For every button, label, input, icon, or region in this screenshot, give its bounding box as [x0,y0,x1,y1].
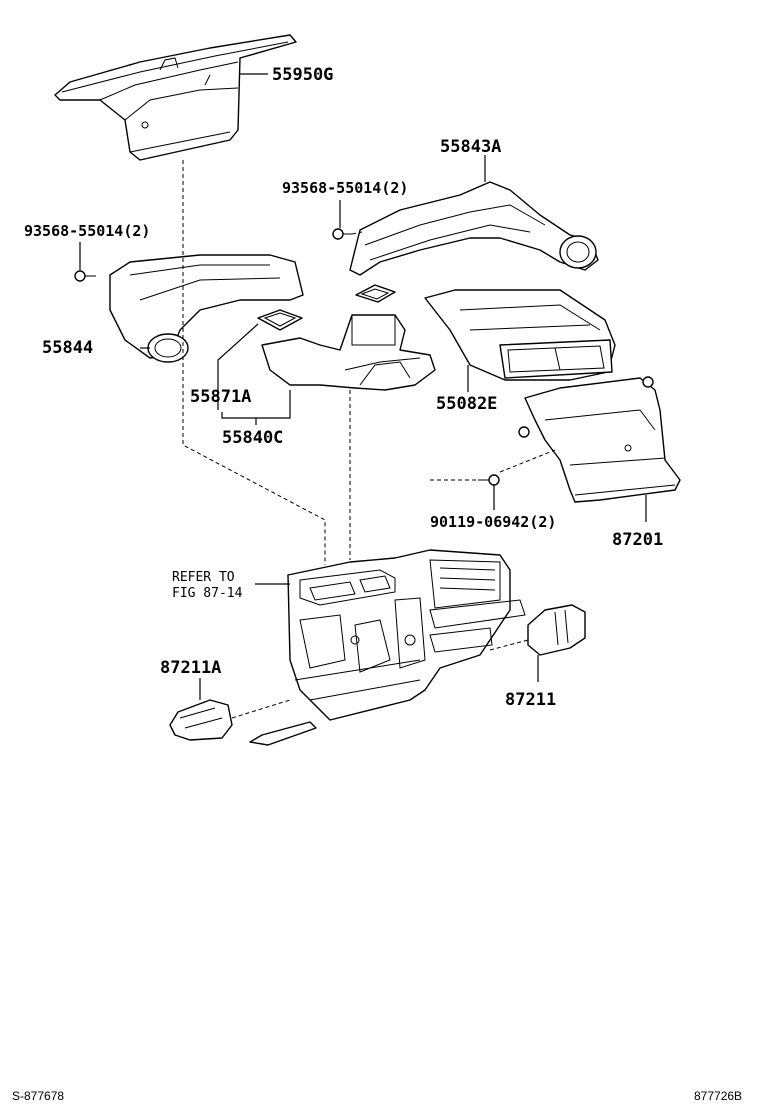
gasket-55871A-icon [257,284,396,331]
defroster-nozzle-icon [54,34,297,161]
heater-unit-icon [249,549,526,746]
label-55871A: 55871A [190,387,251,407]
label-55844: 55844 [42,338,93,358]
duct-55840C-icon [261,314,436,391]
duct-87201-icon [518,376,681,503]
duct-55844-icon [109,254,304,363]
label-55840C: 55840C [222,428,283,448]
label-refer-line2: FIG 87-14 [172,586,243,601]
duct-55843A-icon [349,181,599,276]
label-55843A: 55843A [440,137,501,157]
screw-icon [478,474,500,486]
label-87211: 87211 [505,690,556,710]
label-screw: 90119-06942(2) [430,513,556,531]
actuator-87211-icon [527,604,586,656]
label-55950G: 55950G [272,65,333,85]
label-bolt-top: 93568-55014(2) [282,179,408,197]
actuator-87211A-icon [169,699,233,741]
bolt-icon [74,270,96,282]
vent-register-icon [424,289,616,381]
bolt-icon [332,228,352,240]
label-55082E: 55082E [436,394,497,414]
footer-left-code: S-877678 [12,1089,64,1103]
label-87201: 87201 [612,530,663,550]
label-87211A: 87211A [160,658,221,678]
footer-right-code: 877726B [694,1089,742,1103]
label-bolt-left: 93568-55014(2) [24,222,150,240]
label-refer-line1: REFER TO [172,570,235,585]
